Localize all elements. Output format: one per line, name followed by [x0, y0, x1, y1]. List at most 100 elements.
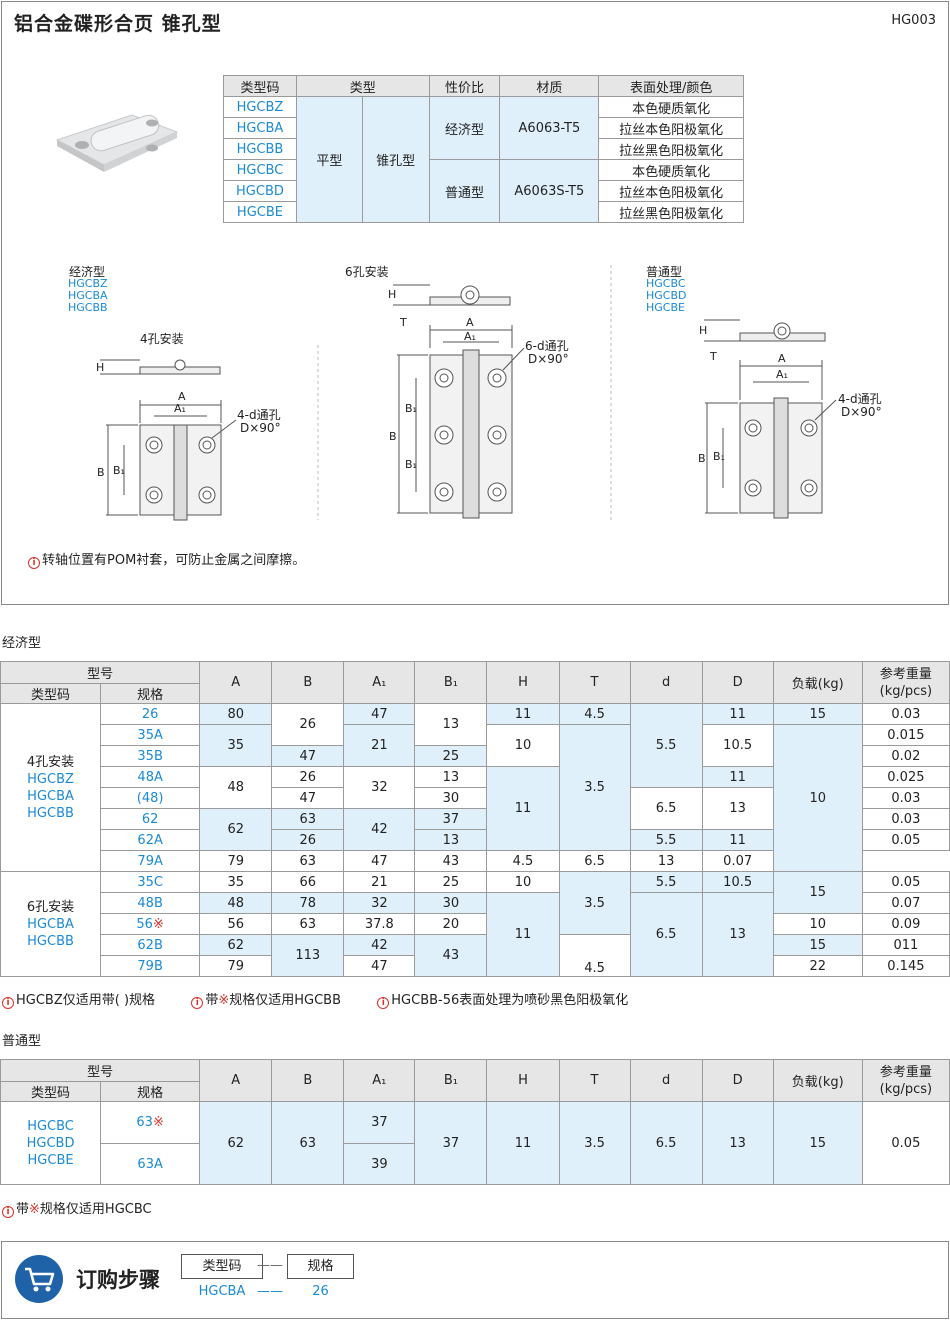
label: HGCBZ — [27, 771, 74, 787]
cell: 3.5 — [558, 724, 631, 851]
cell: 13 — [414, 829, 488, 851]
head-model: 型号 — [0, 1059, 201, 1082]
section1-title: 经济型 — [2, 636, 42, 651]
label: HGCBB — [27, 933, 74, 949]
cell: 0.07 — [861, 892, 950, 914]
note-text: 规格仅适用HGCBB — [229, 993, 341, 1008]
type-code: HGCBA — [223, 117, 297, 139]
code: HGCBZ — [68, 277, 108, 290]
col-header: A — [199, 661, 273, 704]
order-dash: —— — [257, 1284, 283, 1299]
col-header: B — [271, 1059, 345, 1102]
type-table: 类型码 类型 性价比 材质 表面处理/颜色 HGCBZ 平型 锥孔型 经济型 A… — [223, 75, 744, 223]
cell: 30 — [414, 787, 488, 809]
cell: 011 — [861, 934, 950, 956]
cell: 15 — [772, 1101, 863, 1185]
cell: 42 — [343, 808, 416, 851]
dim-h: H — [388, 288, 396, 301]
cell: 11 — [486, 703, 560, 725]
order-dash: —— — [257, 1258, 283, 1273]
finish: 本色硬质氧化 — [598, 96, 744, 118]
drawing-left-codes: HGCBZ HGCBA HGCBB — [68, 278, 108, 314]
label: 6孔安装 — [26, 899, 75, 915]
col-header: 负载(kg) — [772, 661, 863, 704]
col-header: H — [486, 661, 560, 704]
label: HGCBB — [27, 805, 74, 821]
cell: 10.5 — [701, 724, 774, 767]
head-model: 型号 — [0, 661, 201, 684]
spec: 48B — [100, 892, 201, 914]
head-spec: 规格 — [100, 1081, 201, 1102]
cell: 0.02 — [861, 745, 950, 767]
head-code: 类型码 — [0, 1081, 102, 1102]
note-text: 转轴位置有POM衬套，可防止金属之间摩擦。 — [42, 553, 306, 568]
col-header: H — [486, 1059, 560, 1102]
cell: 0.03 — [861, 808, 950, 830]
cell: 35 — [199, 724, 273, 767]
label: 4孔安装 — [26, 754, 75, 770]
cell: 37 — [343, 1101, 416, 1144]
cell: 35 — [199, 871, 273, 893]
col-header: A — [199, 1059, 273, 1102]
dim-a1: A₁ — [174, 402, 186, 415]
spec: 63A — [100, 1143, 201, 1185]
info-icon: i — [2, 997, 14, 1009]
dim-b: B — [389, 430, 397, 443]
code: HGCBC — [646, 277, 686, 290]
order-box-spec: 规格 — [287, 1254, 354, 1279]
finish: 本色硬质氧化 — [598, 159, 744, 181]
cell: 6.5 — [629, 1101, 703, 1185]
technical-drawings: H A A₁ B B₁ H T A A₁ B B₁ B₁ — [96, 265, 837, 521]
note-text: HGCBB-56表面处理为喷砂黑色阳极氧化 — [391, 993, 629, 1008]
dim-b1: B₁ — [405, 458, 417, 471]
cell: 0.07 — [701, 850, 774, 872]
col-header: D — [701, 1059, 774, 1102]
code: HGCBB — [68, 301, 108, 314]
finish: 拉丝黑色阳极氧化 — [598, 138, 744, 160]
cell: 43 — [414, 934, 488, 977]
cell: 20 — [414, 913, 488, 935]
head-code: 类型码 — [0, 683, 102, 704]
page-title: 铝合金碟形合页 锥孔型 — [14, 13, 222, 35]
cell: 26 — [271, 703, 345, 746]
drawing-left-hole: 4-d通孔 — [237, 408, 281, 422]
dim-a1: A₁ — [464, 330, 476, 343]
col-header: D — [701, 661, 774, 704]
dim-b: B — [698, 452, 706, 465]
group1-label: 4孔安装 HGCBZ HGCBA HGCBB — [0, 703, 102, 872]
drawing-left-angle: D×90° — [240, 421, 281, 435]
cell: 6.5 — [629, 892, 703, 977]
col-header: 类型 — [295, 75, 430, 97]
col-header: d — [629, 661, 703, 704]
note-text: 带 — [205, 993, 219, 1008]
cell: 25 — [414, 745, 488, 767]
cell: 62 — [199, 1101, 273, 1185]
dim-a1: A₁ — [776, 368, 788, 381]
cell: 13 — [629, 850, 703, 872]
cell: 42 — [343, 934, 416, 956]
type-flat: 平型 — [295, 96, 363, 223]
cell: 11 — [486, 892, 560, 977]
drawing-left-caption: 4孔安装 — [140, 332, 184, 346]
finish: 拉丝本色阳极氧化 — [598, 117, 744, 139]
material: A6063S-T5 — [499, 159, 600, 223]
code: HGCBD — [26, 1135, 75, 1151]
cell: 32 — [343, 892, 416, 914]
cell: 47 — [343, 850, 416, 872]
cell: 4.5 — [558, 703, 631, 725]
col-header: d — [629, 1059, 703, 1102]
cell: 62 — [199, 934, 273, 956]
cell: 26 — [271, 829, 345, 851]
cell: 63 — [271, 808, 345, 830]
grade: 普通型 — [428, 159, 501, 223]
drawing-right-codes: HGCBC HGCBD HGCBE — [646, 278, 687, 314]
dim-t: T — [709, 350, 717, 363]
section2-title: 普通型 — [2, 1034, 42, 1049]
dim-b1: B₁ — [113, 464, 125, 477]
order-title: 订购步骤 — [76, 1268, 160, 1292]
cell: 0.025 — [861, 766, 950, 788]
col-header: B₁ — [414, 1059, 488, 1102]
type-code: HGCBD — [223, 180, 297, 202]
mark: ※ — [218, 993, 230, 1008]
